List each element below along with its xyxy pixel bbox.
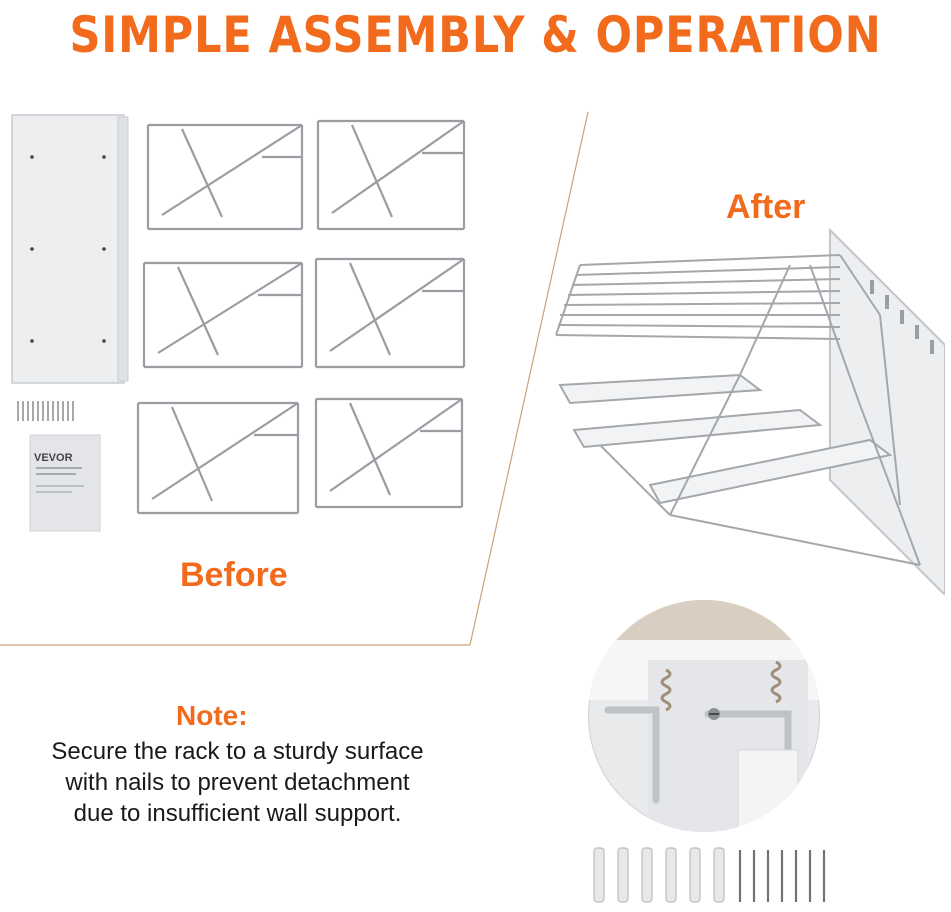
mounting-detail-drawing <box>588 600 820 832</box>
assembled-rack-icon <box>555 227 945 595</box>
wall-panel-icon <box>11 114 129 384</box>
wire-bracket-icon <box>136 119 466 515</box>
after-label: After <box>726 188 806 226</box>
before-parts-illustration: VEVOR <box>11 114 466 532</box>
manual-icon <box>29 434 101 532</box>
screw-icon <box>17 401 74 421</box>
note-line: due to insufficient wall support. <box>73 800 402 827</box>
mounting-detail-icon <box>588 600 820 832</box>
wall-anchor-icon <box>593 847 725 903</box>
note-line: with nails to prevent detachment <box>65 769 410 796</box>
screw-icon <box>870 280 934 354</box>
note-title: Note: <box>176 700 248 731</box>
headline: SIMPLE ASSEMBLY & OPERATION <box>69 6 882 64</box>
manual-brand: VEVOR <box>34 452 73 464</box>
screw-icon <box>738 850 826 902</box>
before-label: Before <box>180 556 288 594</box>
note-body: Secure the rack to a sturdy surface with… <box>0 736 475 829</box>
note-line: Secure the rack to a sturdy surface <box>51 738 424 765</box>
hardware-set <box>593 847 826 903</box>
